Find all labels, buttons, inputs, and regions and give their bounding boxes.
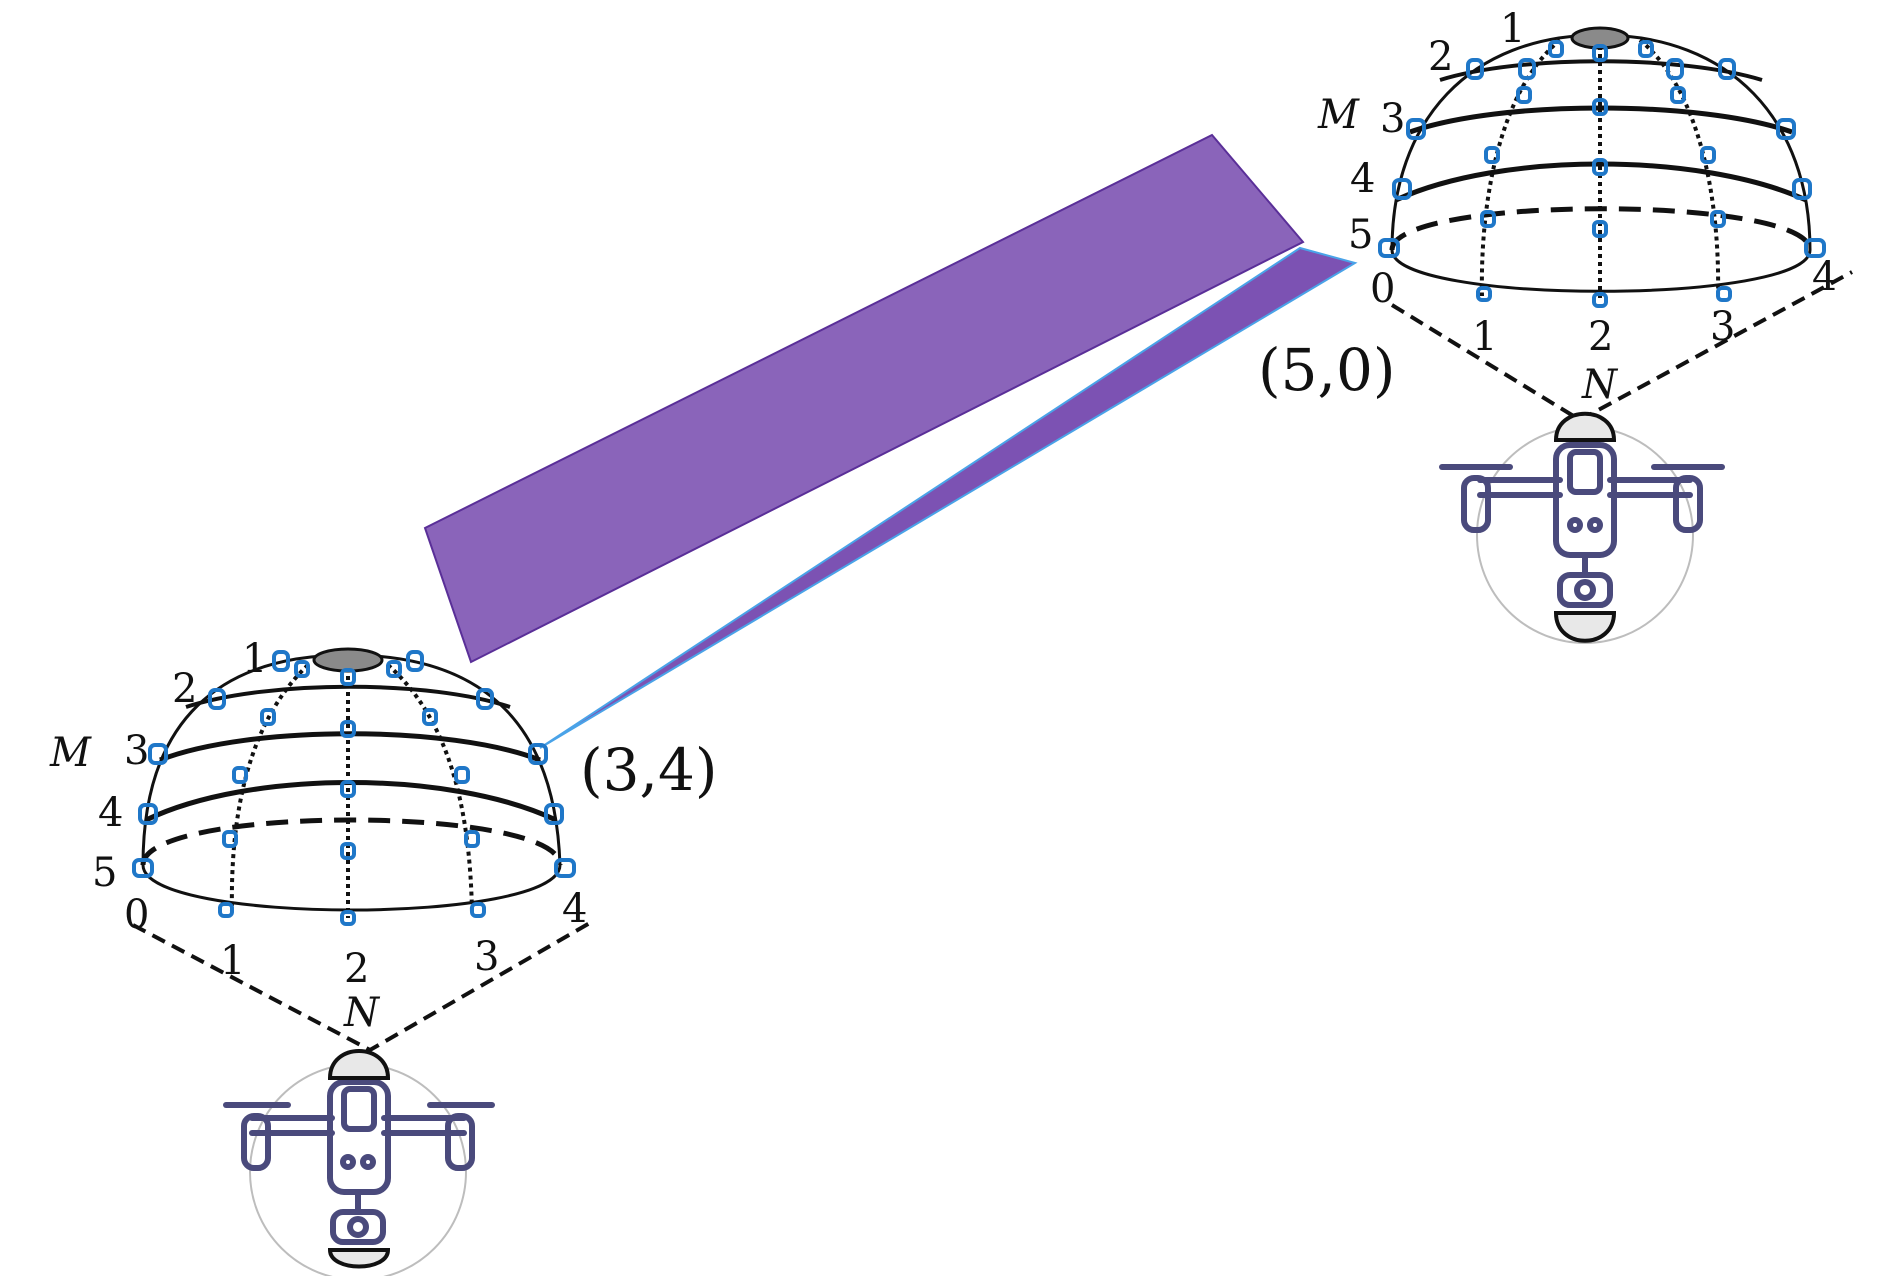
right-row-label-4: 4 [1350, 156, 1375, 202]
left-row-label-5: 5 [92, 850, 117, 896]
left-m-axis-letter: M [49, 730, 92, 776]
left-row-label-2: 2 [172, 666, 197, 712]
left-row-label-3: 3 [124, 728, 149, 774]
right-col-label-1: 1 [1472, 314, 1497, 360]
right-row-label-5: 5 [1348, 212, 1373, 258]
left-base-back [140, 817, 563, 866]
right-row-label-1: 1 [1500, 6, 1525, 52]
right-row-label-2: 2 [1428, 34, 1453, 80]
left-row-label-4: 4 [98, 790, 123, 836]
left-base-front [141, 864, 562, 912]
right-uav-labels: M N 1 2 3 4 5 0 1 2 3 4 (5,0) [1258, 6, 1837, 408]
right-projection-lines [1390, 270, 1853, 423]
left-projection-lines [132, 918, 597, 1053]
beam-from-right-uav [423, 133, 1305, 664]
right-n-axis-letter: N [1581, 362, 1619, 408]
right-uav-array [1378, 26, 1853, 644]
beams [423, 133, 1358, 749]
right-col-label-4: 4 [1812, 254, 1837, 300]
left-uav-drone-icon [223, 1049, 495, 1281]
left-n-axis-letter: N [343, 990, 381, 1036]
right-row-label-3: 3 [1380, 96, 1405, 142]
left-col-label-1: 1 [220, 938, 245, 984]
right-col-label-3: 3 [1710, 304, 1735, 350]
beam-from-left-uav [539, 246, 1358, 749]
left-col-label-3: 3 [474, 934, 499, 980]
left-col-label-4: 4 [562, 886, 587, 932]
left-col-label-2: 2 [344, 946, 369, 992]
right-col-label-2: 2 [1588, 314, 1613, 360]
right-m-axis-letter: M [1317, 92, 1360, 138]
left-row-label-1: 1 [242, 636, 267, 682]
right-uav-drone-icon [1439, 411, 1725, 644]
left-beam-index: (3,4) [580, 736, 718, 804]
right-beam-index: (5,0) [1258, 336, 1396, 404]
left-uav-array [132, 647, 597, 1281]
right-base-front [1390, 249, 1812, 293]
right-col-label-0: 0 [1370, 266, 1395, 312]
left-uav-labels: M N 1 2 3 4 5 0 1 2 3 4 (3,4) [49, 636, 718, 1036]
left-col-label-0: 0 [124, 892, 149, 938]
